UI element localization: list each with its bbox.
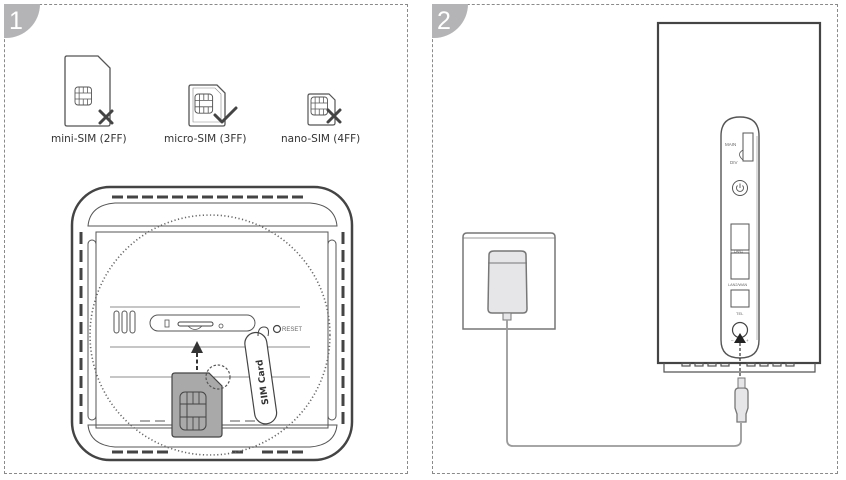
sim-slot	[149, 314, 256, 332]
polarity-minus-label: –	[731, 338, 734, 343]
sim-type-micro: micro-SIM (3FF)	[164, 84, 247, 145]
lan2-wan-label: LAN2/WAN	[728, 283, 748, 287]
main-antenna-label: MAIN	[725, 142, 736, 147]
power-icon	[736, 185, 744, 192]
cross-icon	[326, 108, 342, 124]
reset-label: RESET	[282, 327, 302, 333]
power-button	[732, 180, 748, 196]
dc-plug	[734, 377, 749, 423]
sim-type-label: micro-SIM (3FF)	[164, 133, 247, 145]
sim-type-label: nano-SIM (4FF)	[281, 133, 360, 145]
zoom-detail-circle	[90, 215, 330, 455]
check-icon	[213, 106, 238, 124]
router-front-view: MAIN DIV LAN1 LAN2/WAN TEL – +	[656, 21, 822, 378]
cross-icon	[98, 109, 114, 125]
sim-cover-tag: SIM Card	[244, 331, 278, 425]
router-bottom-view: RESET SIM Card	[70, 185, 354, 462]
notch-highlight-circle	[205, 364, 231, 390]
power-cable	[506, 320, 742, 447]
lan1-port	[730, 223, 750, 251]
sim-type-mini: mini-SIM (2FF)	[51, 55, 127, 145]
micro-sim-card	[171, 364, 231, 438]
antenna-port	[742, 132, 754, 162]
connect-arrow-head	[734, 333, 746, 343]
div-antenna-label: DIV	[730, 160, 738, 165]
step-2-panel: 2	[432, 4, 838, 474]
lan1-label: LAN1	[734, 250, 743, 254]
step-1-panel: 1	[4, 4, 408, 474]
tel-label: TEL	[736, 311, 744, 316]
power-adapter	[487, 250, 528, 321]
sim-type-label: mini-SIM (2FF)	[51, 133, 127, 145]
insert-arrow-head	[191, 341, 203, 353]
lan2-wan-port	[730, 289, 750, 308]
sim-type-nano: nano-SIM (4FF)	[281, 93, 360, 145]
reset-button	[272, 324, 282, 334]
polarity-plus-label: +	[746, 338, 749, 343]
